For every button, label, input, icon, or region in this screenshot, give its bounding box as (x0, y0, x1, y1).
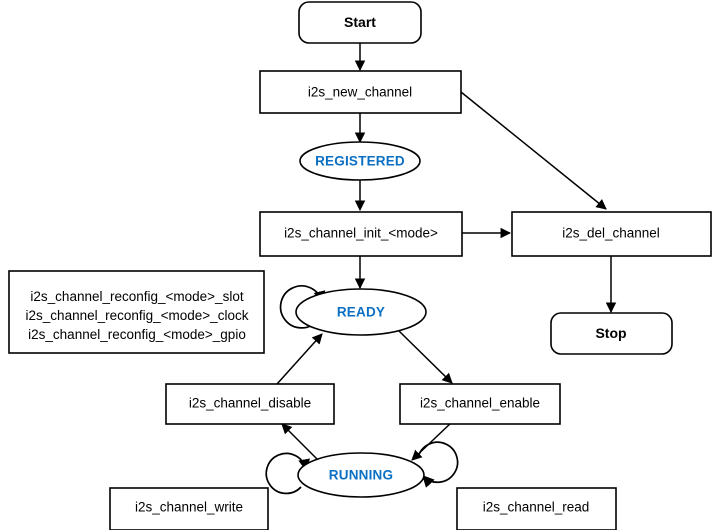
registered-ellipse[interactable] (299, 141, 421, 181)
channel-read-label: i2s_channel_read (483, 500, 590, 515)
running-ellipse[interactable] (297, 452, 425, 498)
channel-disable-label: i2s_channel_disable (189, 396, 311, 411)
del-channel-box[interactable] (511, 211, 712, 257)
start-box[interactable] (298, 1, 422, 44)
new-channel-box[interactable] (259, 70, 462, 114)
ready-ellipse[interactable] (295, 288, 427, 336)
reconfig-line-gpio: i2s_channel_reconfig_<mode>_gpio (28, 327, 246, 342)
node-channel-init[interactable]: i2s_channel_init_<mode> (259, 211, 463, 257)
node-start[interactable]: Start (298, 1, 422, 44)
stop-label: Stop (595, 325, 626, 341)
del-channel-label: i2s_del_channel (562, 226, 660, 241)
node-channel-disable[interactable]: i2s_channel_disable (165, 383, 335, 425)
channel-enable-label: i2s_channel_enable (420, 396, 540, 411)
channel-write-box[interactable] (109, 487, 269, 530)
node-state-registered[interactable]: REGISTERED (299, 141, 421, 181)
registered-label: REGISTERED (315, 154, 405, 169)
channel-enable-box[interactable] (399, 383, 561, 425)
reconfig-line-clock: i2s_channel_reconfig_<mode>_clock (26, 308, 249, 323)
node-channel-read[interactable]: i2s_channel_read (456, 487, 617, 530)
channel-init-box[interactable] (259, 211, 463, 257)
edges-layer (265, 43, 617, 495)
stop-box[interactable] (550, 312, 673, 355)
edge-ready-to-channel-enable (398, 330, 453, 384)
node-channel-write[interactable]: i2s_channel_write (109, 487, 269, 530)
reconfig-line-slot: i2s_channel_reconfig_<mode>_slot (30, 289, 243, 304)
channel-init-label: i2s_channel_init_<mode> (284, 226, 438, 241)
start-label: Start (344, 14, 376, 30)
node-del-channel[interactable]: i2s_del_channel (511, 211, 712, 257)
node-state-ready[interactable]: READY (295, 288, 427, 336)
ready-label: READY (337, 305, 385, 320)
reconfig-box[interactable] (8, 270, 265, 354)
channel-disable-box[interactable] (165, 383, 335, 425)
channel-read-box[interactable] (456, 487, 617, 530)
node-stop[interactable]: Stop (550, 312, 673, 355)
loop-running-read (417, 441, 459, 488)
edge-new-channel-to-del-channel (460, 91, 607, 210)
new-channel-label: i2s_new_channel (308, 85, 412, 100)
loop-ready-reconfig (279, 285, 326, 329)
node-state-running[interactable]: RUNNING (297, 452, 425, 498)
node-reconfig-group[interactable]: i2s_channel_reconfig_<mode>_slot i2s_cha… (8, 270, 265, 354)
edge-channel-enable-to-running (411, 421, 453, 461)
edge-running-to-channel-disable (281, 423, 321, 463)
edge-channel-disable-to-ready (276, 333, 323, 385)
node-channel-enable[interactable]: i2s_channel_enable (399, 383, 561, 425)
channel-write-label: i2s_channel_write (135, 500, 243, 515)
running-label: RUNNING (329, 468, 393, 483)
loop-running-write (265, 452, 310, 495)
node-new-channel[interactable]: i2s_new_channel (259, 70, 462, 114)
